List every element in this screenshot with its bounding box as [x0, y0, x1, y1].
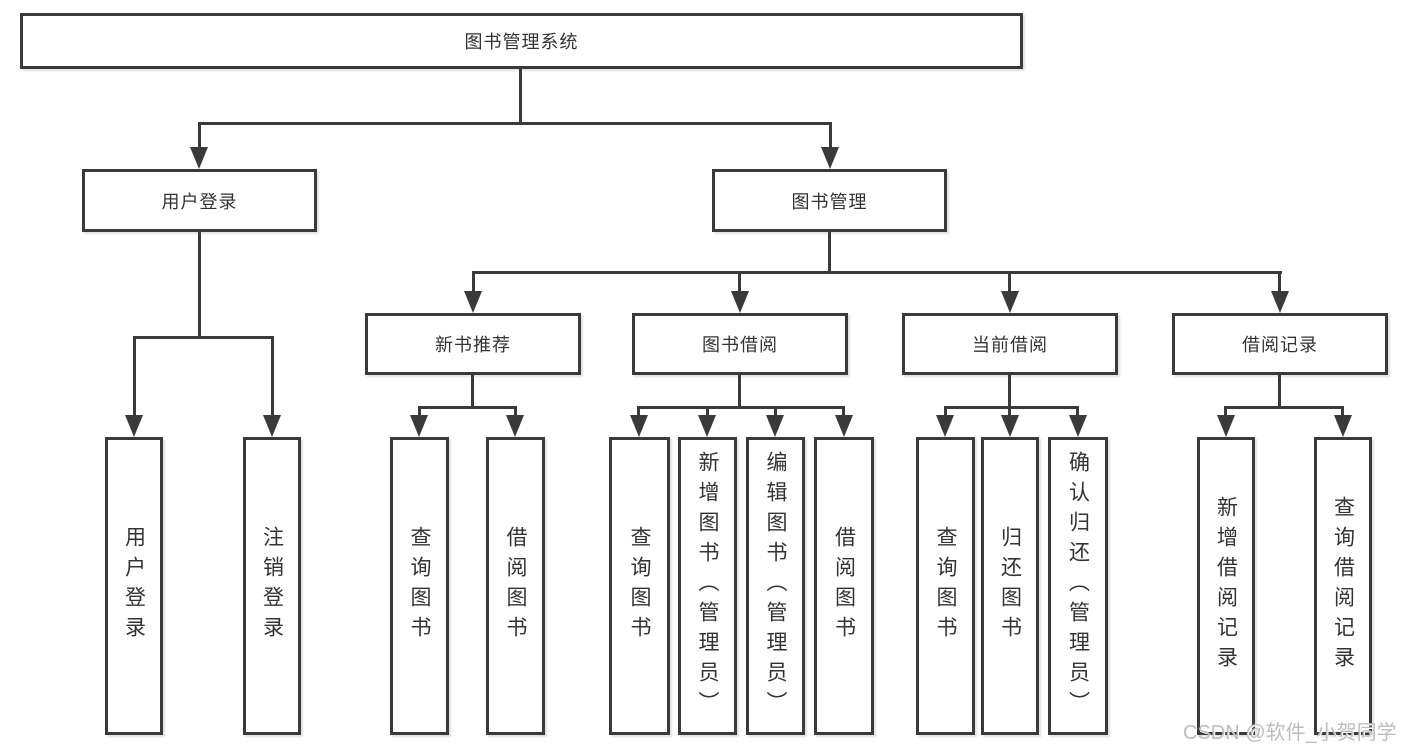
arrow-down-icon: [263, 415, 281, 437]
arrow-down-icon: [630, 415, 648, 437]
connector-line: [519, 69, 522, 125]
connector-line: [514, 406, 517, 417]
connector-line: [418, 406, 517, 409]
arrow-down-icon: [1217, 415, 1235, 437]
node-label: 图书借阅: [702, 335, 778, 355]
connector-line: [774, 406, 777, 417]
connector-line: [1008, 406, 1011, 417]
node-current-borrowing: 当前借阅: [902, 313, 1118, 375]
connector-line: [637, 406, 845, 409]
node-confirm-return-admin: 确认归还（管理员）: [1048, 437, 1108, 735]
node-label: 新书推荐: [435, 335, 511, 355]
node-user-login: 用户登录: [82, 169, 317, 232]
node-label: 图书管理: [791, 191, 868, 212]
connector-line: [944, 406, 947, 417]
arrow-down-icon: [936, 415, 954, 437]
node-new-book-recommend: 新书推荐: [365, 313, 581, 375]
connector-line: [471, 375, 474, 409]
connector-line: [842, 406, 845, 417]
node-add-borrow-record: 新增借阅记录: [1197, 437, 1255, 735]
node-book-borrowing: 图书借阅: [632, 313, 848, 375]
arrow-down-icon: [1001, 291, 1019, 313]
arrow-down-icon: [410, 415, 428, 437]
node-user-login-leaf: 用户登录: [105, 437, 163, 735]
connector-line: [1341, 406, 1344, 417]
connector-line: [133, 336, 136, 417]
node-query-books: 查询图书: [390, 437, 449, 735]
node-label: 借阅图书: [832, 526, 856, 646]
connector-line: [418, 406, 421, 417]
connector-line: [738, 375, 741, 409]
node-label: 查询图书: [408, 526, 431, 646]
node-label: 图书管理系统: [464, 32, 579, 52]
arrow-down-icon: [698, 415, 716, 437]
connector-line: [1278, 375, 1281, 409]
connector-line: [1008, 375, 1011, 409]
node-label: 借阅图书: [504, 526, 527, 646]
arrow-down-icon: [464, 291, 482, 313]
node-label: 查询图书: [628, 526, 651, 646]
connector-line: [133, 336, 274, 339]
connector-line: [271, 336, 274, 417]
arrow-down-icon: [1271, 291, 1289, 313]
arrow-down-icon: [1001, 415, 1019, 437]
node-label: 新增借阅记录: [1214, 496, 1238, 676]
arrow-down-icon: [1069, 415, 1087, 437]
node-label: 用户登录: [122, 526, 146, 646]
node-library-management-system: 图书管理系统: [20, 13, 1023, 69]
arrow-down-icon: [190, 147, 208, 169]
node-label: 确认归还（管理员）: [1066, 451, 1090, 721]
connector-line: [1008, 271, 1011, 295]
connector-line: [198, 122, 201, 150]
arrow-down-icon: [1334, 415, 1352, 437]
connector-line: [198, 232, 201, 339]
connector-line: [944, 406, 1079, 409]
node-label: 新增图书（管理员）: [696, 451, 719, 721]
connector-line: [1076, 406, 1079, 417]
arrow-down-icon: [835, 415, 853, 437]
arrow-down-icon: [731, 291, 749, 313]
arrow-down-icon: [125, 415, 143, 437]
node-label: 归还图书: [998, 526, 1022, 646]
node-edit-books-admin: 编辑图书（管理员）: [746, 437, 805, 735]
node-label: 查询图书: [934, 526, 957, 646]
node-borrow-books: 借阅图书: [486, 437, 545, 735]
connector-line: [829, 122, 832, 150]
node-query-borrow-record: 查询借阅记录: [1314, 437, 1372, 735]
node-logout: 注销登录: [243, 437, 301, 735]
node-borrowing-records: 借阅记录: [1172, 313, 1388, 375]
connector-line: [637, 406, 640, 417]
arrow-down-icon: [766, 415, 784, 437]
node-add-books-admin: 新增图书（管理员）: [678, 437, 737, 735]
node-label: 注销登录: [260, 526, 284, 646]
connector-line: [738, 271, 741, 295]
node-book-management: 图书管理: [712, 169, 947, 232]
connector-line: [1224, 406, 1227, 417]
watermark: CSDN @软件_小贺同学: [1183, 722, 1397, 744]
node-label: 编辑图书（管理员）: [764, 451, 787, 721]
connector-line: [1224, 406, 1344, 409]
node-query-books: 查询图书: [609, 437, 670, 735]
arrow-down-icon: [506, 415, 524, 437]
node-return-books: 归还图书: [981, 437, 1039, 735]
node-label: 当前借阅: [972, 335, 1048, 355]
connector-line: [472, 271, 475, 295]
node-borrow-books: 借阅图书: [814, 437, 874, 735]
connector-line: [1278, 271, 1281, 295]
connector-line: [706, 406, 709, 417]
connector-line: [472, 271, 1282, 274]
connector-line: [198, 122, 832, 125]
node-label: 借阅记录: [1242, 335, 1318, 355]
node-query-books: 查询图书: [916, 437, 975, 735]
node-label: 用户登录: [161, 191, 238, 212]
node-label: 查询借阅记录: [1331, 496, 1355, 676]
arrow-down-icon: [821, 147, 839, 169]
connector-line: [828, 232, 831, 274]
